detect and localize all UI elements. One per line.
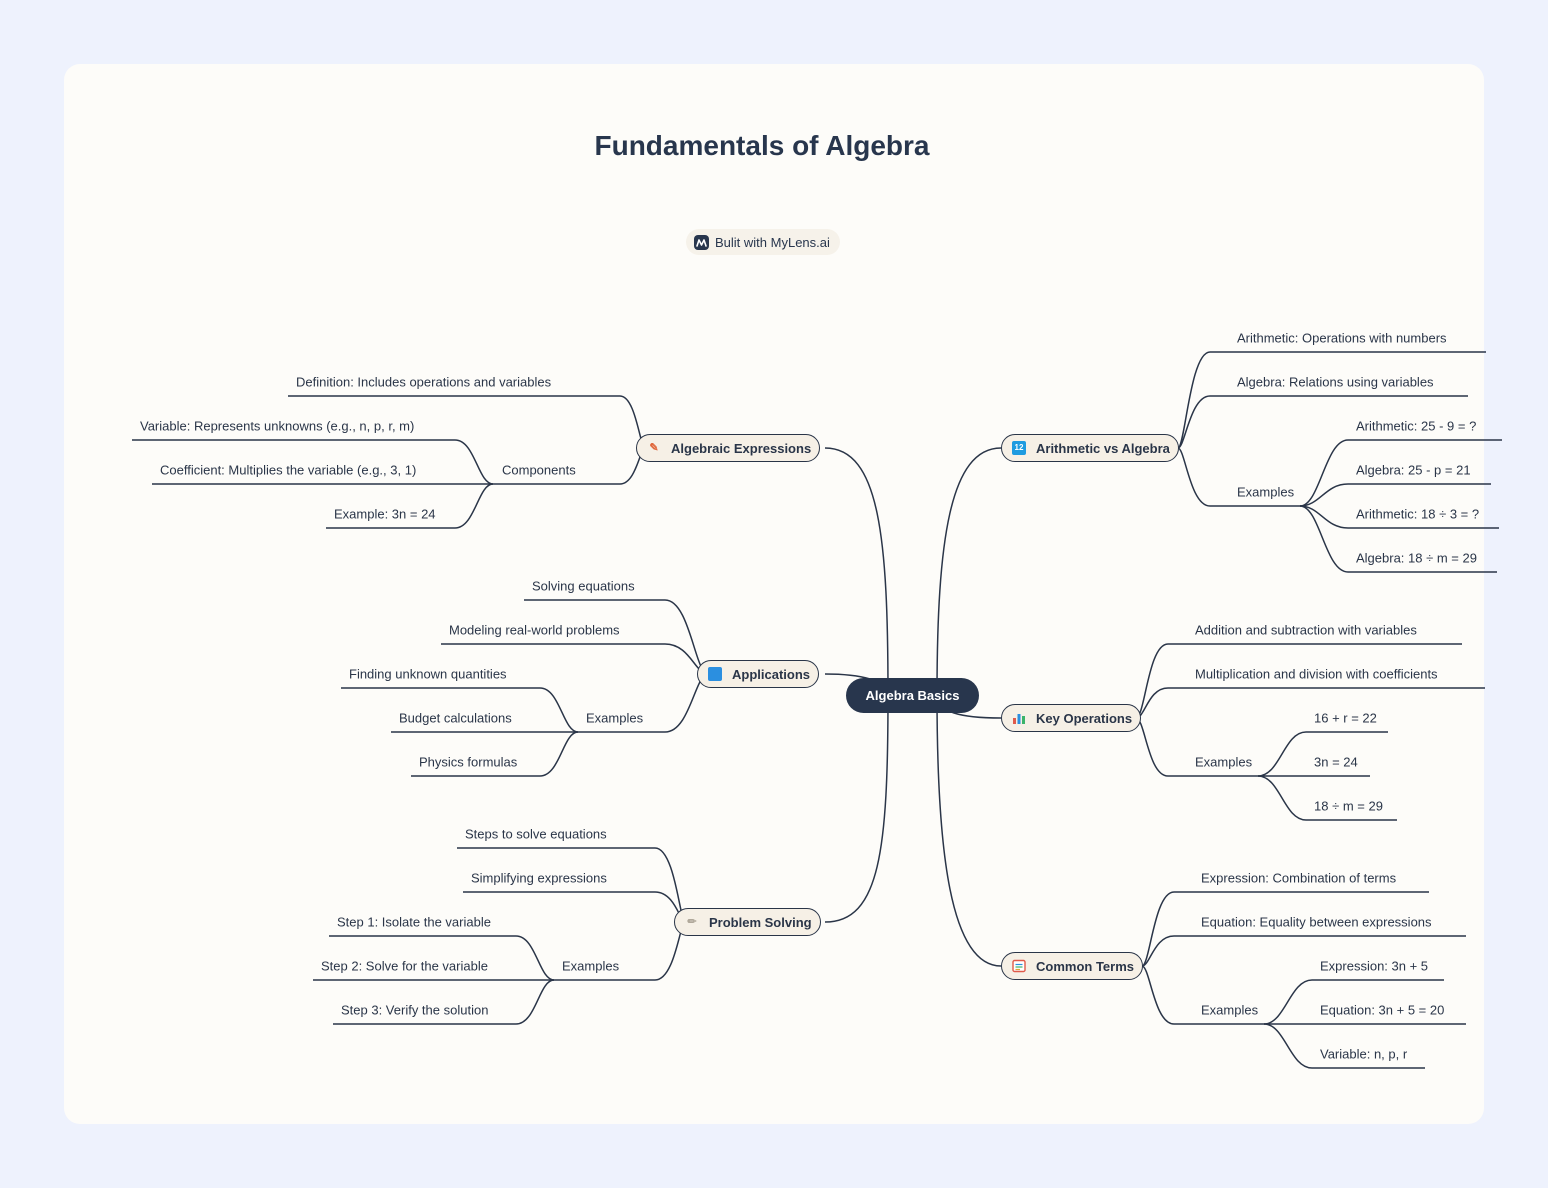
leaf-components[interactable]: Components: [502, 462, 576, 478]
leaf-example-item[interactable]: Arithmetic: 25 - 9 = ?: [1356, 418, 1477, 434]
node-label: Key Operations: [1036, 710, 1133, 726]
leaf-example-item[interactable]: 3n = 24: [1314, 754, 1358, 770]
leaf-example-item[interactable]: Algebra: 25 - p = 21: [1356, 462, 1471, 478]
leaf-examples[interactable]: Examples: [562, 958, 620, 974]
node-algebraic-expressions[interactable]: ✎ Algebraic Expressions: [636, 434, 821, 462]
leaf-examples[interactable]: Examples: [1195, 754, 1253, 770]
node-label: Problem Solving: [709, 914, 812, 930]
node-label: Algebraic Expressions: [671, 440, 812, 456]
leaf-example-item[interactable]: Variable: n, p, r: [1320, 1046, 1408, 1062]
bar-chart-icon: [1012, 711, 1026, 725]
leaf-example-item[interactable]: Physics formulas: [419, 754, 518, 770]
leaf-examples[interactable]: Examples: [586, 710, 644, 726]
leaf-example-item[interactable]: Expression: 3n + 5: [1320, 958, 1429, 974]
pencil-icon: ✎: [649, 442, 659, 454]
leaf-example-item[interactable]: Equation: 3n + 5 = 20: [1320, 1002, 1445, 1018]
node-label: Common Terms: [1036, 958, 1134, 974]
leaf-multiplication[interactable]: Multiplication and division with coeffic…: [1195, 666, 1438, 682]
leaf-solving-equations[interactable]: Solving equations: [532, 578, 635, 594]
node-applications[interactable]: Applications: [697, 660, 820, 688]
leaf-addition[interactable]: Addition and subtraction with variables: [1195, 622, 1417, 638]
leaf-example-item[interactable]: Budget calculations: [399, 710, 512, 726]
node-common-terms[interactable]: Common Terms: [1001, 952, 1143, 980]
leaf-examples[interactable]: Examples: [1237, 484, 1295, 500]
leaf-examples[interactable]: Examples: [1201, 1002, 1259, 1018]
numbers-icon: 12: [1012, 441, 1026, 455]
calendar-icon: [1012, 959, 1026, 973]
node-key-operations[interactable]: Key Operations: [1001, 704, 1142, 732]
leaf-modeling[interactable]: Modeling real-world problems: [449, 622, 620, 638]
leaf-example-item[interactable]: Step 1: Isolate the variable: [337, 914, 491, 930]
leaf-example-item[interactable]: 16 + r = 22: [1314, 710, 1377, 726]
leaf-example-item[interactable]: Step 2: Solve for the variable: [321, 958, 488, 974]
node-arithmetic-vs-algebra[interactable]: 12 Arithmetic vs Algebra: [1001, 434, 1179, 462]
leaf-variable[interactable]: Variable: Represents unknowns (e.g., n, …: [140, 418, 415, 434]
book-icon: [708, 667, 722, 681]
leaf-arithmetic[interactable]: Arithmetic: Operations with numbers: [1237, 330, 1447, 346]
leaf-simplifying[interactable]: Simplifying expressions: [471, 870, 607, 886]
leaf-example-item[interactable]: 18 ÷ m = 29: [1314, 798, 1383, 814]
leaf-expression[interactable]: Expression: Combination of terms: [1201, 870, 1397, 886]
node-problem-solving[interactable]: ✏ Problem Solving: [674, 908, 821, 936]
leaf-example[interactable]: Example: 3n = 24: [334, 506, 436, 522]
leaf-steps[interactable]: Steps to solve equations: [465, 826, 607, 842]
leaf-example-item[interactable]: Finding unknown quantities: [349, 666, 507, 682]
leaf-coefficient[interactable]: Coefficient: Multiplies the variable (e.…: [160, 462, 417, 478]
node-label: Arithmetic vs Algebra: [1036, 440, 1170, 456]
leaf-example-item[interactable]: Arithmetic: 18 ÷ 3 = ?: [1356, 506, 1480, 522]
leaf-example-item[interactable]: Step 3: Verify the solution: [341, 1002, 489, 1018]
page-title: Fundamentals of Algebra: [594, 130, 930, 161]
leaf-definition[interactable]: Definition: Includes operations and vari…: [296, 374, 552, 390]
built-with-badge[interactable]: Bulit with MyLens.ai: [686, 229, 840, 255]
leaf-equation[interactable]: Equation: Equality between expressions: [1201, 914, 1432, 930]
ruler-icon: ✏: [687, 916, 697, 928]
leaf-example-item[interactable]: Algebra: 18 ÷ m = 29: [1356, 550, 1477, 566]
root-node[interactable]: Algebra Basics: [846, 678, 979, 713]
node-label: Applications: [732, 666, 811, 682]
badge-text: Bulit with MyLens.ai: [715, 234, 830, 250]
mylens-logo-icon: [694, 234, 709, 250]
leaf-algebra[interactable]: Algebra: Relations using variables: [1237, 374, 1434, 390]
